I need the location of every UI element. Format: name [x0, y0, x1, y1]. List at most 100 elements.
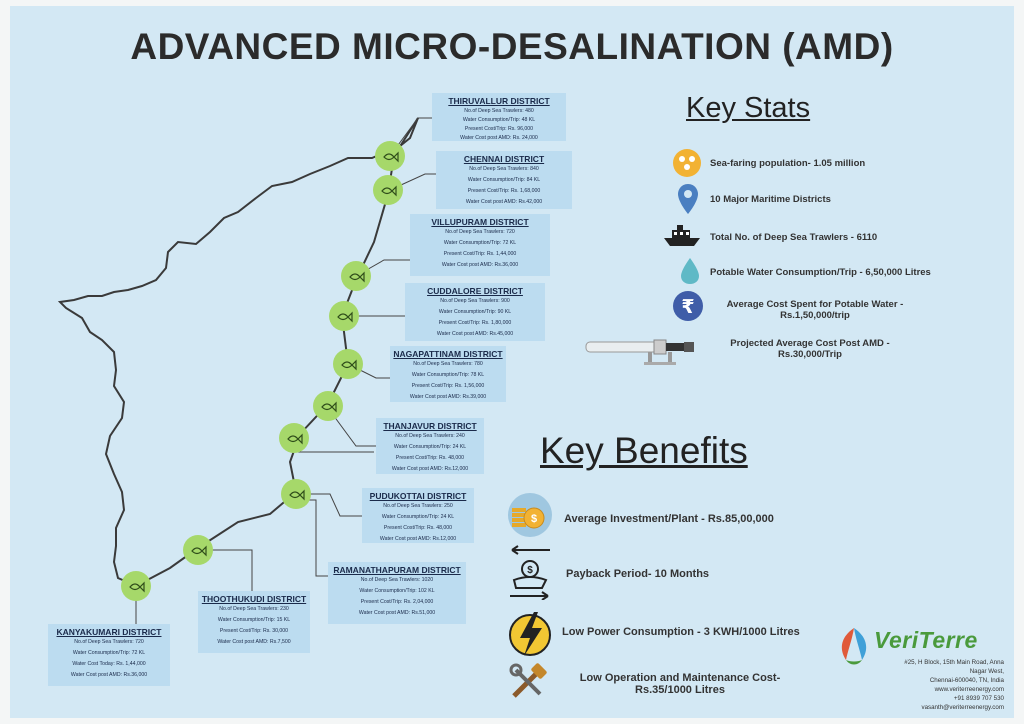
tools-icon [509, 663, 547, 698]
district-marker [341, 261, 371, 291]
district-stat: No.of Deep Sea Trawlers: 840 [469, 166, 539, 172]
district-stat: No.of Deep Sea Trawlers: 1020 [360, 577, 434, 583]
rupee-icon: ₹ [673, 291, 703, 321]
district-stat: Water Consumption/Trip: 24 KL [381, 514, 455, 520]
district-stat: Water Cost post AMD: Rs.7,500 [217, 639, 291, 645]
district-stat: No.of Deep Sea Trawlers: 250 [383, 503, 453, 509]
district-stat: Water Cost post AMD: Rs.36,000 [441, 262, 519, 268]
connector-line [389, 117, 432, 157]
address-line: Chennai-600040, TN, India [929, 677, 1004, 684]
benefit-maintenance: Low Operation and Maintenance Cost- Rs.3… [560, 672, 800, 696]
district-stat: Water Cost post AMD: Rs.12,000 [379, 536, 457, 542]
coins-icon: $ [508, 493, 552, 537]
stat-average-cost: Average Cost Spent for Potable Water - R… [710, 299, 920, 321]
website-link[interactable]: www.veriterreenergy.com [934, 686, 1004, 693]
benefit-power: Low Power Consumption - 3 KWH/1000 Litre… [562, 626, 800, 638]
district-stat: Water Consumption/Trip: 48 KL [462, 117, 536, 123]
fish-icon [337, 311, 353, 323]
poster: ADVANCED MICRO-DESALINATION (AMD) THIRUV… [10, 6, 1014, 718]
benefit-payback: Payback Period- 10 Months [566, 568, 710, 580]
district-name: CHENNAI DISTRICT [463, 154, 545, 164]
district-stat: Water Cost post AMD: Rs.12,000 [391, 466, 469, 472]
lightning-icon [509, 612, 551, 656]
fish-icon [129, 581, 145, 593]
district-name: KANYAKUMARI DISTRICT [56, 627, 162, 637]
district-stat: Water Cost post AMD: Rs.36,000 [70, 672, 148, 678]
page-title: ADVANCED MICRO-DESALINATION (AMD) [130, 26, 894, 67]
key-stats-heading: Key Stats [686, 92, 811, 124]
stat-projected-cost-line2: Rs.30,000/Trip [778, 349, 842, 360]
stat-average-cost-line2: Rs.1,50,000/trip [780, 310, 850, 321]
fish-icon [191, 545, 207, 557]
district-stat: Present Cost/Trip: Rs. 1,44,000 [443, 251, 517, 257]
svg-text:$: $ [531, 513, 537, 525]
district-box-villupuram: VILLUPURAM DISTRICT No.of Deep Sea Trawl… [410, 214, 550, 276]
company-name: VeriTerre [874, 627, 978, 653]
district-stat: Water Cost Today: Rs. 1,44,000 [72, 661, 146, 667]
benefit-maintenance-line1: Low Operation and Maintenance Cost- [579, 672, 781, 684]
district-name: VILLUPURAM DISTRICT [431, 217, 529, 227]
district-stat: Water Cost post AMD: Rs.45,000 [436, 331, 514, 337]
district-name: NAGAPATTINAM DISTRICT [393, 349, 503, 359]
district-name: THANJAVUR DISTRICT [383, 421, 477, 431]
fish-icon [381, 185, 397, 197]
stat-population: Sea-faring population- 1.05 million [710, 158, 866, 169]
district-marker [375, 141, 405, 171]
district-box-thanjavur: THANJAVUR DISTRICT No.of Deep Sea Trawle… [376, 418, 484, 474]
district-stat: Water Consumption/Trip: 15 KL [217, 617, 291, 623]
connector-line [200, 549, 253, 592]
district-marker [333, 349, 363, 379]
tamil-nadu-map [57, 117, 436, 626]
district-stat: No.of Deep Sea Trawlers: 480 [464, 108, 534, 114]
district-box-thoothukudi: THOOTHUKUDI DISTRICT No.of Deep Sea Traw… [198, 591, 310, 653]
district-marker [279, 423, 309, 453]
district-marker [121, 571, 151, 601]
district-stat: Present Cost/Trip: Rs. 48,000 [383, 525, 453, 531]
district-marker [329, 301, 359, 331]
district-stat: No.of Deep Sea Trawlers: 900 [440, 298, 510, 304]
stat-districts: 10 Major Maritime Districts [710, 194, 831, 205]
stat-water-consumption: Potable Water Consumption/Trip - 6,50,00… [710, 267, 931, 278]
district-box-thiruvallur: THIRUVALLUR DISTRICT No.of Deep Sea Traw… [432, 93, 566, 141]
district-stat: No.of Deep Sea Trawlers: 780 [413, 361, 483, 367]
district-marker [281, 479, 311, 509]
district-box-ramanathapuram: RAMANATHAPURAM DISTRICT No.of Deep Sea T… [328, 562, 466, 624]
district-stat: Present Cost/Trip: Rs. 96,000 [464, 126, 534, 132]
district-stat: Present Cost/Trip: Rs. 1,68,000 [467, 188, 541, 194]
district-box-pudukottai: PUDUKOTTAI DISTRICT No.of Deep Sea Trawl… [362, 488, 474, 543]
district-marker [373, 175, 403, 205]
district-box-chennai: CHENNAI DISTRICT No.of Deep Sea Trawlers… [436, 151, 572, 209]
water-drop-icon [681, 258, 699, 284]
key-benefits-heading: Key Benefits [540, 430, 748, 471]
district-stat: Water Consumption/Trip: 90 KL [438, 309, 512, 315]
payback-icon: $ [510, 545, 550, 600]
district-name: THOOTHUKUDI DISTRICT [201, 594, 307, 604]
svg-text:$: $ [527, 565, 533, 576]
location-pin-icon [678, 184, 698, 214]
state-outline [57, 117, 419, 585]
district-stat: No.of Deep Sea Trawlers: 230 [219, 606, 289, 612]
connector-line [327, 407, 376, 447]
district-stat: Water Consumption/Trip: 78 KL [411, 372, 485, 378]
district-box-cuddalore: CUDDALORE DISTRICT No.of Deep Sea Trawle… [405, 283, 545, 341]
stat-projected-cost-line1: Projected Average Cost Post AMD - [730, 338, 890, 349]
district-stat: Present Cost/Trip: Rs. 1,56,000 [411, 383, 485, 389]
district-stat: No.of Deep Sea Trawlers: 240 [395, 433, 465, 439]
connector-line [296, 499, 328, 577]
email-link[interactable]: vasanth@veriterreenergy.com [921, 704, 1004, 711]
district-stat: Water Cost post AMD: Rs.51,000 [358, 610, 436, 616]
district-stat: Water Cost post AMD: Rs.39,000 [409, 394, 487, 400]
benefit-maintenance-line2: Rs.35/1000 Litres [635, 684, 725, 696]
district-stat: Present Cost/Trip: Rs. 1,80,000 [438, 320, 512, 326]
connector-line [294, 493, 362, 517]
benefit-investment: Average Investment/Plant - Rs.85,00,000 [564, 513, 774, 525]
district-stat: Water Consumption/Trip: 84 KL [467, 177, 541, 183]
rupee-symbol: ₹ [681, 296, 694, 318]
district-name: RAMANATHAPURAM DISTRICT [333, 565, 461, 575]
fish-icon [383, 151, 399, 163]
district-stat: Water Consumption/Trip: 102 KL [359, 588, 435, 594]
district-stat: Water Consumption/Trip: 24 KL [393, 444, 467, 450]
population-icon [673, 149, 701, 177]
fish-icon [289, 489, 305, 501]
fish-icon [321, 401, 337, 413]
